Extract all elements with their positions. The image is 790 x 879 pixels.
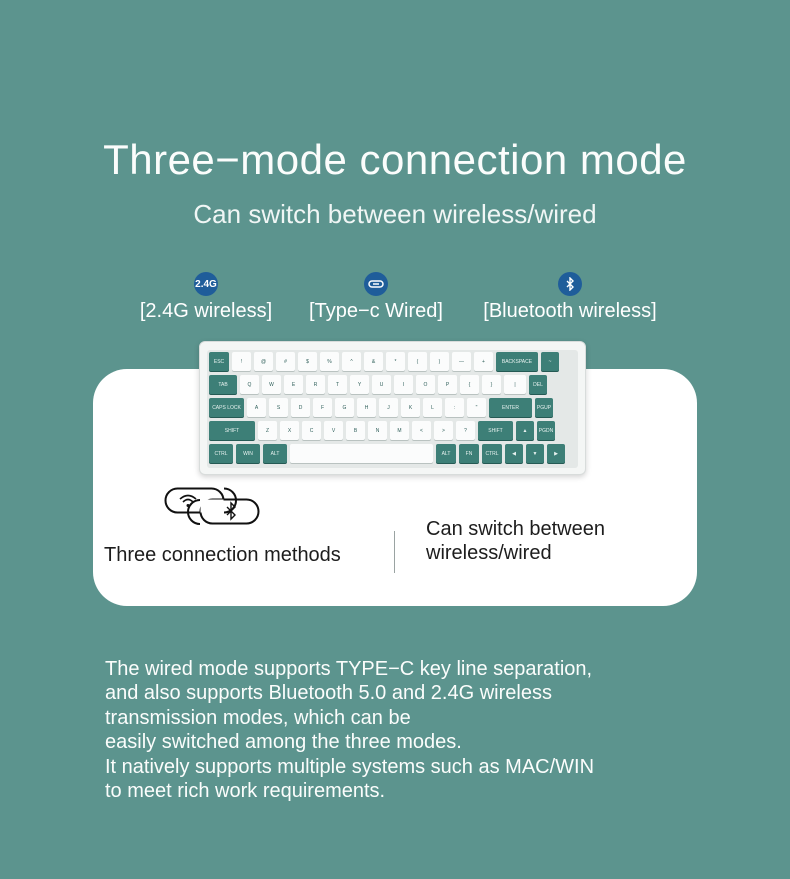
mode-bluetooth: [Bluetooth wireless] — [469, 272, 671, 323]
switch-label-line-1: Can switch between — [426, 518, 605, 540]
keyboard-key: SHIFT — [478, 421, 513, 440]
keyboard-key: ( — [408, 352, 427, 371]
keyboard-key: ALT — [263, 444, 287, 463]
description-text: The wired mode supports TYPE−C key line … — [105, 658, 595, 803]
keyboard-key: H — [357, 398, 376, 417]
keyboard-key: } — [482, 375, 501, 394]
keyboard-key: CAPS LOCK — [209, 398, 244, 417]
keyboard-key: ESC — [209, 352, 229, 371]
keyboard-key: X — [280, 421, 299, 440]
switch-label-line-2: wireless/wired — [426, 542, 552, 564]
bluetooth-icon — [558, 272, 582, 296]
keyboard-key: ▲ — [516, 421, 534, 440]
keyboard-key: ~ — [541, 352, 559, 371]
switch-label: Can switch between wireless/wired — [426, 517, 605, 565]
keyboard-key: " — [467, 398, 486, 417]
keyboard-key: PGUP — [535, 398, 553, 417]
keyboard-key: J — [379, 398, 398, 417]
keyboard-key: DEL — [529, 375, 547, 394]
keyboard-key: SHIFT — [209, 421, 255, 440]
connection-methods-icon — [164, 487, 260, 525]
keyboard-key: O — [416, 375, 435, 394]
keyboard-key: WIN — [236, 444, 260, 463]
keyboard-key: : — [445, 398, 464, 417]
keyboard-key: + — [474, 352, 493, 371]
mode-bluetooth-label: [Bluetooth wireless] — [483, 300, 657, 322]
keyboard-key: M — [390, 421, 409, 440]
keyboard-key: ▶ — [547, 444, 565, 463]
keyboard-key: % — [320, 352, 339, 371]
keyboard-key: ENTER — [489, 398, 532, 417]
keyboard-key: T — [328, 375, 347, 394]
keyboard-key: P — [438, 375, 457, 394]
keyboard-key: CTRL — [209, 444, 233, 463]
keyboard-key: L — [423, 398, 442, 417]
keyboard-key: — — [452, 352, 471, 371]
mode-type-c: [Type−c Wired] — [297, 272, 455, 323]
keyboard-key: G — [335, 398, 354, 417]
keyboard-key: ALT — [436, 444, 456, 463]
keyboard-key: R — [306, 375, 325, 394]
keyboard-key: | — [504, 375, 526, 394]
keyboard-key: { — [460, 375, 479, 394]
keyboard-key: > — [434, 421, 453, 440]
wireless-2-4g-icon: 2.4G — [194, 272, 218, 296]
keyboard-key: CTRL — [482, 444, 502, 463]
keyboard-key: W — [262, 375, 281, 394]
keyboard-row: ESC!@#$%^&*()—+BACKSPACE~ — [209, 352, 559, 372]
keyboard-key: * — [386, 352, 405, 371]
page-subtitle: Can switch between wireless/wired — [193, 199, 597, 229]
keyboard-key: & — [364, 352, 383, 371]
keyboard-key: ! — [232, 352, 251, 371]
keyboard-key: V — [324, 421, 343, 440]
mode-type-c-label: [Type−c Wired] — [309, 300, 443, 322]
keyboard-key: BACKSPACE — [496, 352, 538, 371]
keyboard-key: D — [291, 398, 310, 417]
keyboard-key: FN — [459, 444, 479, 463]
keyboard-key: @ — [254, 352, 273, 371]
keyboard-key: ▼ — [526, 444, 544, 463]
mode-2-4g: 2.4G [2.4G wireless] — [128, 272, 284, 323]
keyboard-key: PGDN — [537, 421, 555, 440]
keyboard-key: F — [313, 398, 332, 417]
keyboard-key: Z — [258, 421, 277, 440]
keyboard-key: < — [412, 421, 431, 440]
card-divider — [394, 531, 395, 573]
keyboard-key: E — [284, 375, 303, 394]
keyboard-key: U — [372, 375, 391, 394]
keyboard-key: N — [368, 421, 387, 440]
keyboard-key: # — [276, 352, 295, 371]
keyboard-key: ◀ — [505, 444, 523, 463]
keyboard-key: K — [401, 398, 420, 417]
keyboard-key: ^ — [342, 352, 361, 371]
connection-methods-label: Three connection methods — [104, 544, 341, 566]
type-c-icon — [364, 272, 388, 296]
mode-2-4g-label: [2.4G wireless] — [139, 300, 273, 322]
keyboard-key: TAB — [209, 375, 237, 394]
keyboard-key: A — [247, 398, 266, 417]
keyboard-key-space — [290, 444, 433, 463]
keyboard-key: ? — [456, 421, 475, 440]
keyboard-key: $ — [298, 352, 317, 371]
keyboard-key: C — [302, 421, 321, 440]
keyboard-key: B — [346, 421, 365, 440]
keyboard-key: I — [394, 375, 413, 394]
page-title: Three−mode connection mode — [103, 136, 687, 183]
keyboard-key: Y — [350, 375, 369, 394]
keyboard-key: S — [269, 398, 288, 417]
keyboard-key: ) — [430, 352, 449, 371]
keyboard-key: Q — [240, 375, 259, 394]
